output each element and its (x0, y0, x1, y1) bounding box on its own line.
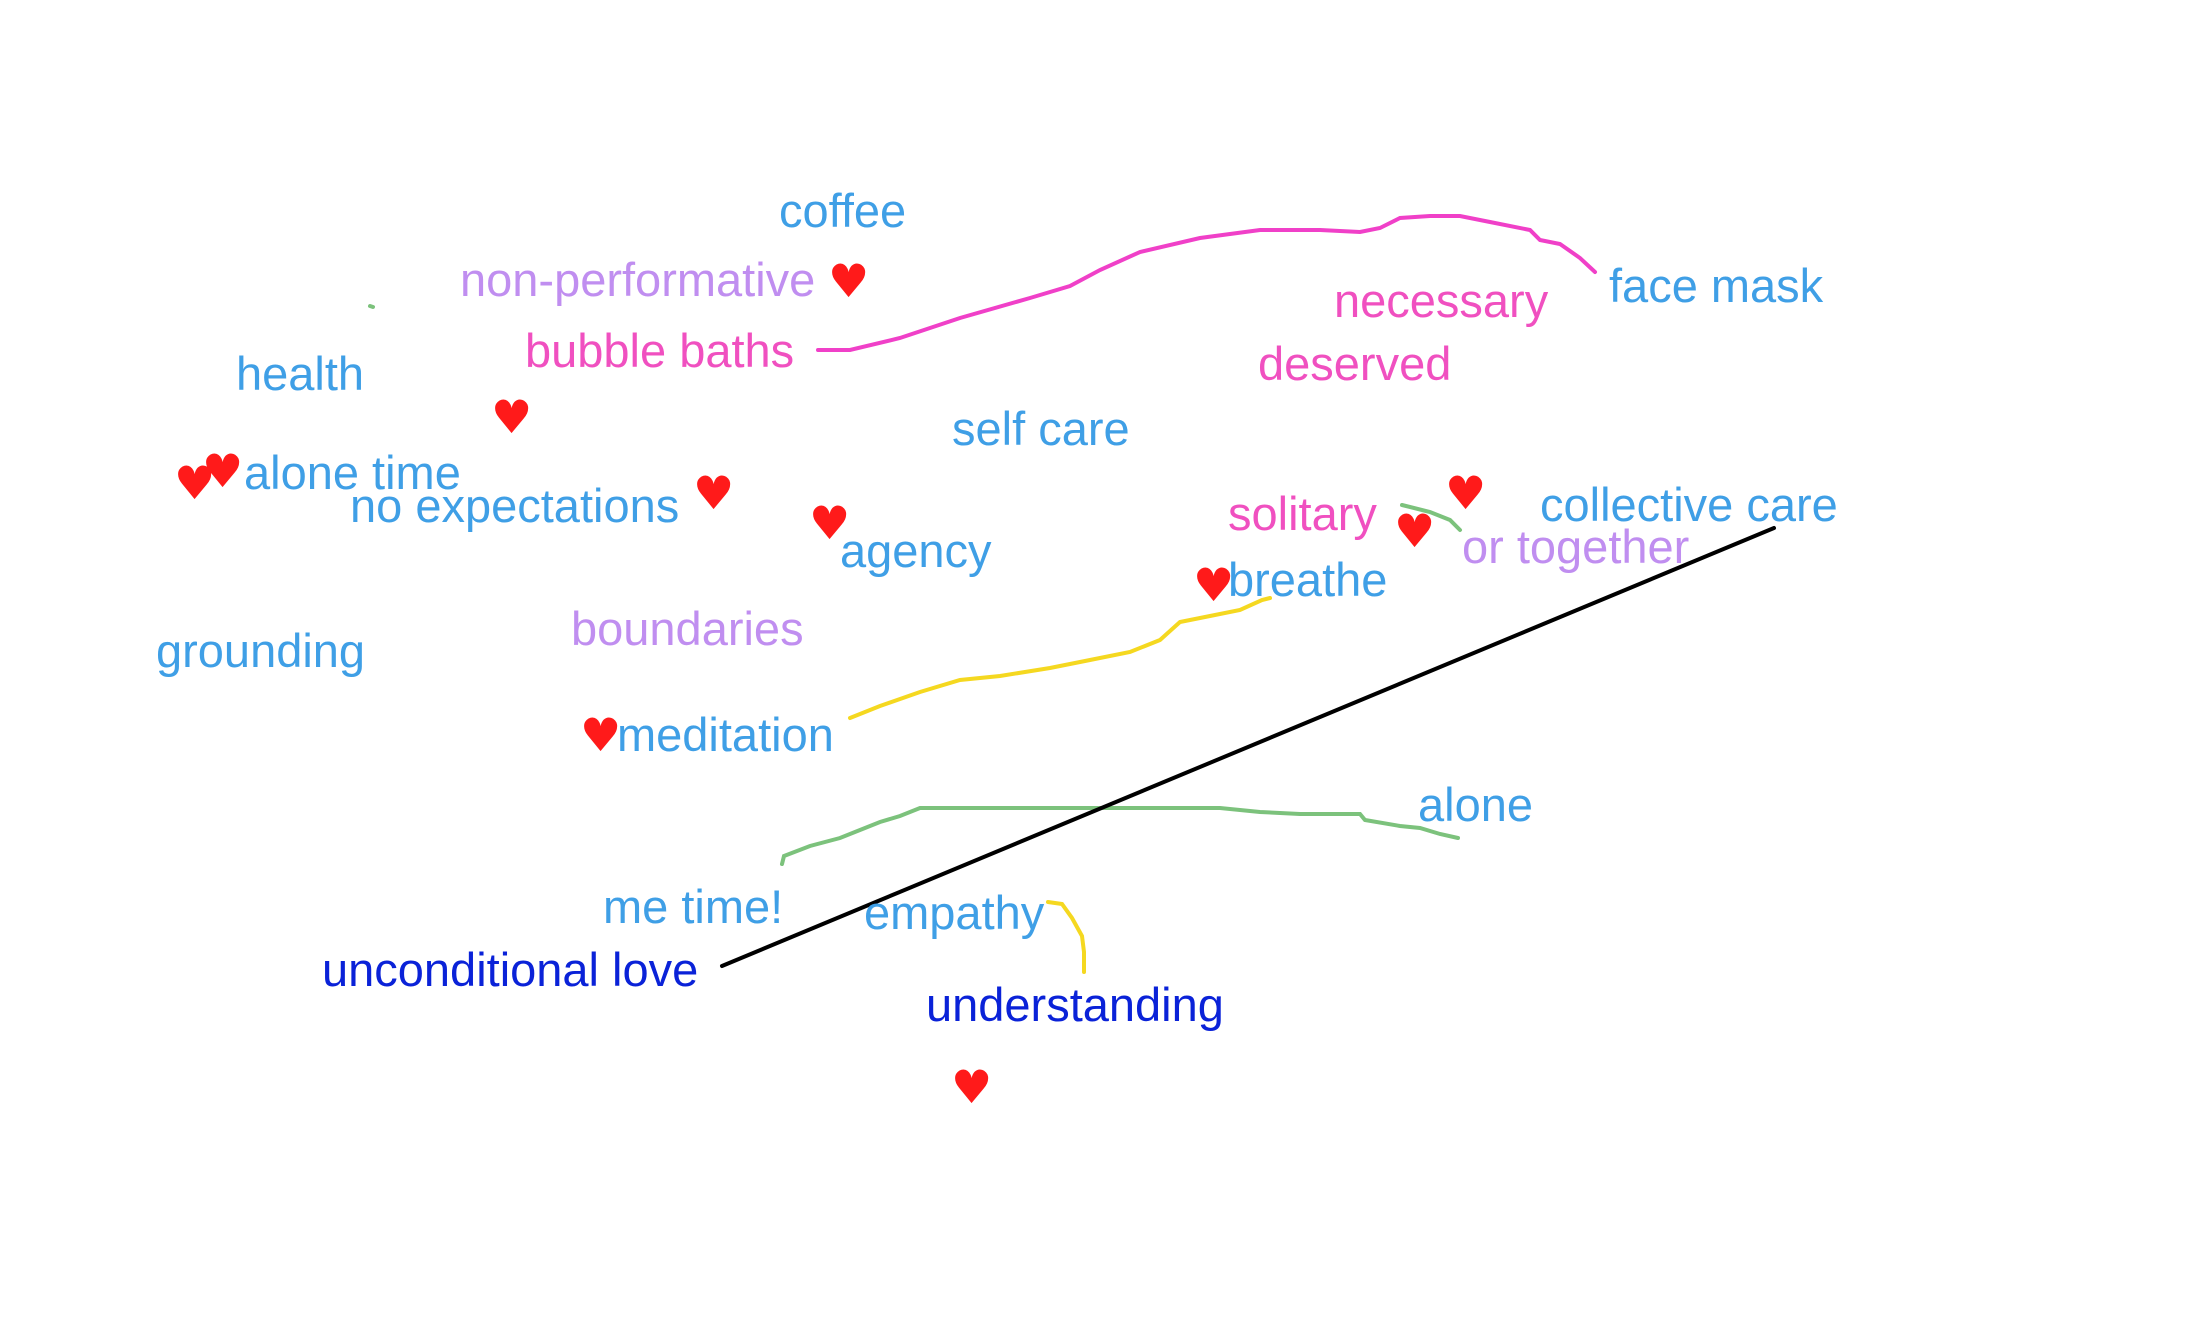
heart-icon[interactable]: ♥ (1193, 558, 1235, 612)
word-unconditional-love[interactable]: unconditional love (322, 943, 699, 996)
word-bubble-baths[interactable]: bubble baths (525, 324, 795, 377)
heart-icon[interactable]: ♥ (1394, 504, 1436, 558)
heart-icon[interactable]: ♥ (174, 456, 216, 510)
word-alone-time[interactable]: alone time (244, 446, 461, 499)
word-boundaries[interactable]: boundaries (571, 602, 804, 655)
heart-icon[interactable]: ♥ (828, 254, 870, 308)
black-diagonal-stroke (720, 526, 1776, 968)
green-dot-stroke (368, 304, 375, 309)
word-non-performative[interactable]: non-performative (460, 253, 816, 306)
word-agency[interactable]: agency (840, 524, 992, 577)
heart-icon[interactable]: ♥ (491, 390, 533, 444)
green-solitary-stroke (1400, 503, 1462, 532)
word-alone[interactable]: alone (1418, 778, 1533, 831)
word-coffee[interactable]: coffee (779, 184, 907, 237)
heart-icon[interactable]: ♥ (580, 708, 622, 762)
word-me-time[interactable]: me time! (603, 880, 784, 933)
word-understanding[interactable]: understanding (926, 978, 1224, 1031)
word-collective-care[interactable]: collective care (1540, 478, 1838, 531)
word-or-together[interactable]: or together (1462, 520, 1690, 573)
word-no-expectations[interactable]: no expectations (350, 479, 680, 532)
word-deserved[interactable]: deserved (1258, 337, 1452, 390)
heart-icon[interactable]: ♥ (951, 1060, 993, 1114)
heart-icon[interactable]: ♥ (202, 444, 244, 498)
word-meditation[interactable]: meditation (617, 708, 834, 761)
word-breathe[interactable]: breathe (1228, 553, 1388, 606)
word-solitary[interactable]: solitary (1228, 487, 1377, 540)
yellow-breathe-stroke (848, 596, 1272, 720)
word-empathy[interactable]: empathy (864, 886, 1045, 939)
yellow-empathy-stroke (1046, 900, 1086, 974)
word-self-care[interactable]: self care (952, 402, 1130, 455)
heart-icon[interactable]: ♥ (809, 496, 851, 550)
word-health[interactable]: health (236, 347, 365, 400)
word-necessary[interactable]: necessary (1334, 274, 1549, 327)
word-grounding[interactable]: grounding (156, 624, 366, 677)
green-alone-stroke (780, 806, 1460, 866)
heart-icon[interactable]: ♥ (693, 466, 735, 520)
word-face-mask[interactable]: face mask (1609, 259, 1824, 312)
heart-icon[interactable]: ♥ (1445, 466, 1487, 520)
magenta-connector-stroke (816, 214, 1597, 352)
